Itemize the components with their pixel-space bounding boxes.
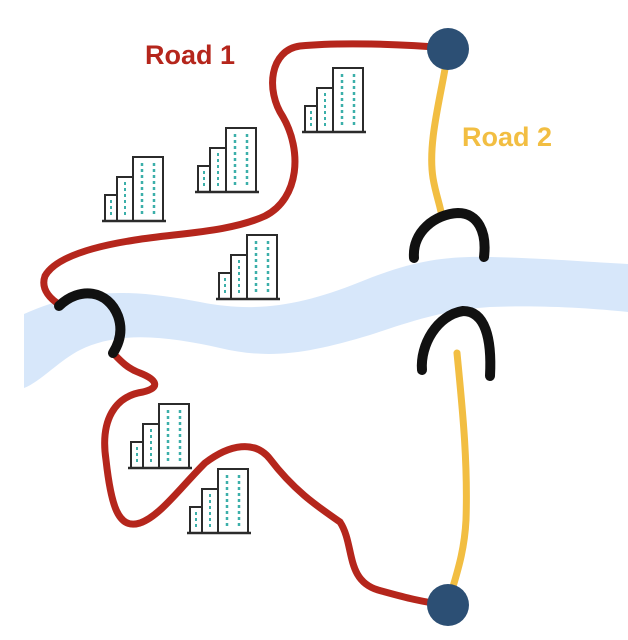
city-buildings-icon-5 xyxy=(126,402,194,470)
city-buildings-icon-1 xyxy=(300,66,368,134)
road-1-path xyxy=(40,40,452,609)
node-bottom-icon xyxy=(427,584,469,626)
city-buildings-icon-4 xyxy=(214,233,282,301)
city-buildings-icon-6 xyxy=(185,467,253,535)
road-1-label: Road 1 xyxy=(145,40,235,70)
road-2-path xyxy=(428,46,470,610)
road-2-label: Road 2 xyxy=(462,122,552,152)
bridge-icon-top-right xyxy=(408,207,490,263)
river xyxy=(24,256,628,388)
bridge-icon-left xyxy=(54,288,126,358)
city-buildings-icon-3 xyxy=(100,155,168,223)
node-top-icon xyxy=(427,28,469,70)
bridge-icon-bottom-right xyxy=(416,305,496,381)
city-buildings-icon-2 xyxy=(193,126,261,194)
